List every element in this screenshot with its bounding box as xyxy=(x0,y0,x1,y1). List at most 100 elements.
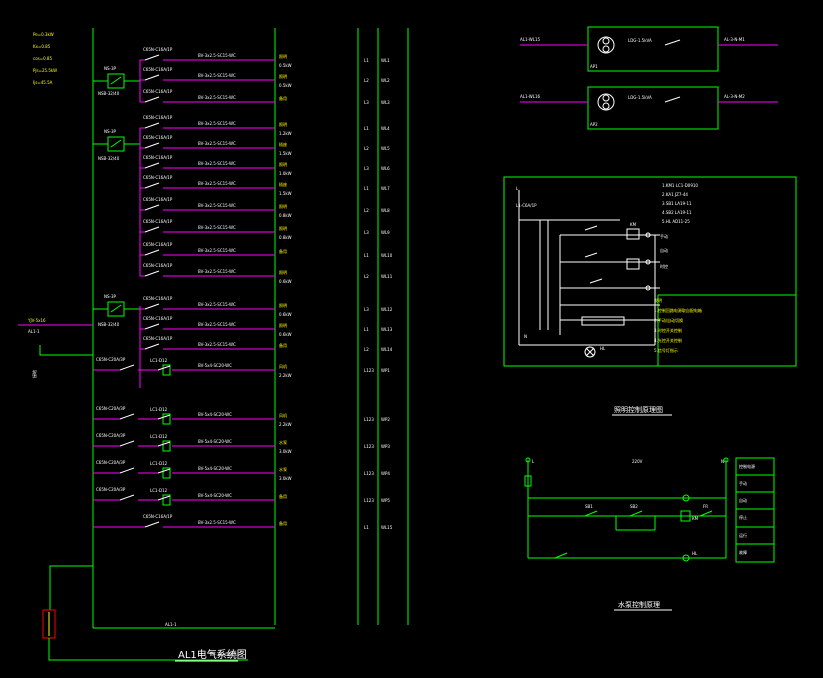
breaker-symbol xyxy=(144,343,160,350)
pump-voltage-label: 220V xyxy=(632,459,643,464)
transformer-tag: AP2 xyxy=(590,122,598,127)
main-system-diagram: Pe=0.3kW Kx=0.85 cos=0.85 Pjs=25.5kW Ijs… xyxy=(18,28,409,662)
lighting-N-label: N xyxy=(524,334,527,339)
breaker-label: C65N-C16A/1P xyxy=(143,67,173,72)
lighting-legend: 1.控制回路电源取自配电箱 xyxy=(654,307,702,313)
phase-label: L123 xyxy=(364,368,374,373)
phase-label: L123 xyxy=(364,498,374,503)
circuit-code: WP2 xyxy=(381,417,390,422)
load-label: 风机 xyxy=(279,363,287,369)
breaker-label: C65N-C16A/1P xyxy=(143,242,173,247)
circuit-code: WL5 xyxy=(381,146,390,151)
ring-group: NS-3P NSB-32/40 xyxy=(93,294,141,388)
transformer-rating: LDG-1.5kVA xyxy=(628,38,652,43)
phase-label: L1 xyxy=(364,186,369,191)
circuit-code: WL2 xyxy=(381,78,390,83)
circuit-code: WL7 xyxy=(381,186,390,191)
ring-group: NS-3P NSB-32/40 xyxy=(93,60,141,102)
breaker-label: C65N-C20A/3P xyxy=(96,487,126,492)
load-label: 水泵 xyxy=(279,439,287,445)
breaker-label: C65N-C16A/1P xyxy=(143,135,173,140)
pump-contactor-coil xyxy=(680,510,691,522)
pump-FR-label: FR xyxy=(703,504,708,509)
pump-N-label: N xyxy=(721,459,724,464)
cable-label: BV-5x4-SC20-WC xyxy=(198,439,232,444)
contactor-label: LC1-D12 xyxy=(150,461,168,466)
transformer-out-label: AL-3-N-M2 xyxy=(724,94,745,99)
breaker-symbol xyxy=(119,494,135,501)
ring-device-label: NS-3P xyxy=(104,129,117,134)
circuit-code: WL14 xyxy=(381,347,393,352)
breaker-label: C65N-C16A/1P xyxy=(143,155,173,160)
load-label: 风机 xyxy=(279,412,287,418)
lighting-legend: 2.手动/自动切换 xyxy=(654,317,683,323)
incoming-cable-label: YJV-5x16 xyxy=(27,318,46,323)
transformer-box: AL1-WL16 LDG-1.5kVA AL-3-N-M2 AP2 xyxy=(520,86,778,130)
power-label: 3.0kW xyxy=(279,476,292,481)
breaker-label: C65N-C16A/1P xyxy=(143,336,173,341)
circuit-code: WP4 xyxy=(381,471,390,476)
grounding-lead xyxy=(39,345,93,356)
contactor-contact xyxy=(157,495,171,501)
phase-label: L1 xyxy=(364,327,369,332)
circuit-code: WL4 xyxy=(381,126,390,131)
circuit-code: WL9 xyxy=(381,230,390,235)
breaker-label: C65N-C16A/1P xyxy=(143,175,173,180)
breaker-label: C65N-C16A/1P xyxy=(143,115,173,120)
breaker-symbol xyxy=(144,249,160,256)
transformer-in-label: AL1-WL15 xyxy=(520,37,541,42)
cable-label: BV-3x2.5-SC15-WC xyxy=(198,342,236,347)
incoming-source-label: AL1-1 xyxy=(28,329,40,334)
breaker-symbol xyxy=(119,440,135,447)
relay-coil xyxy=(626,258,640,270)
load-label: 照明 xyxy=(279,323,287,328)
pump-side-label: 控制电源 xyxy=(739,463,755,469)
breaker-label: C65N-C16A/1P xyxy=(143,316,173,321)
contactor-symbol xyxy=(162,440,171,452)
phase-label: L1 xyxy=(364,253,369,258)
transformer-in-label: AL1-WL16 xyxy=(520,94,541,99)
cable-label: BV-3x2.5-SC15-WC xyxy=(198,520,236,525)
incoming-note: cos=0.85 xyxy=(33,56,52,61)
breaker-label: C65N-C16A/1P xyxy=(143,89,173,94)
power-label: 0.8kW xyxy=(279,213,292,218)
load-label: 照明 xyxy=(279,162,287,167)
bottom-feed-wire xyxy=(49,565,93,610)
cable-label: BV-3x2.5-SC15-WC xyxy=(198,322,236,327)
breaker-symbol xyxy=(144,182,160,189)
circuit-code: WL3 xyxy=(381,100,390,105)
load-label: 水泵 xyxy=(279,466,287,472)
main-system-title: AL1电气系统图 xyxy=(178,648,247,661)
pump-KM-label: KM xyxy=(692,516,699,521)
pump-side-label: 停止 xyxy=(739,514,747,520)
phase-label: L2 xyxy=(364,146,369,151)
breaker-symbol xyxy=(144,96,160,103)
pump-control-title: 水泵控制原理 xyxy=(618,600,660,609)
power-label: 3.0kW xyxy=(279,449,292,454)
cable-label: BV-3x2.5-SC15-WC xyxy=(198,302,236,307)
load-label: 插座 xyxy=(279,141,287,147)
load-label: 备用 xyxy=(279,342,287,348)
incoming-note: Pe=0.3kW xyxy=(33,32,54,37)
contactor-symbol xyxy=(162,467,171,479)
load-label: 照明 xyxy=(279,270,287,275)
contactor-label: LC1-D12 xyxy=(150,358,168,363)
lighting-HL-label: HL xyxy=(600,346,606,351)
breaker-label: C65N-C20A/3P xyxy=(96,433,126,438)
breaker-symbol xyxy=(144,204,160,211)
contactor-symbol xyxy=(162,494,171,506)
phase-label: L123 xyxy=(364,417,374,422)
phase-label: L3 xyxy=(364,307,369,312)
lighting-source-label: L1-C6A/1P xyxy=(516,203,537,208)
circuit-code: WP1 xyxy=(381,368,390,373)
